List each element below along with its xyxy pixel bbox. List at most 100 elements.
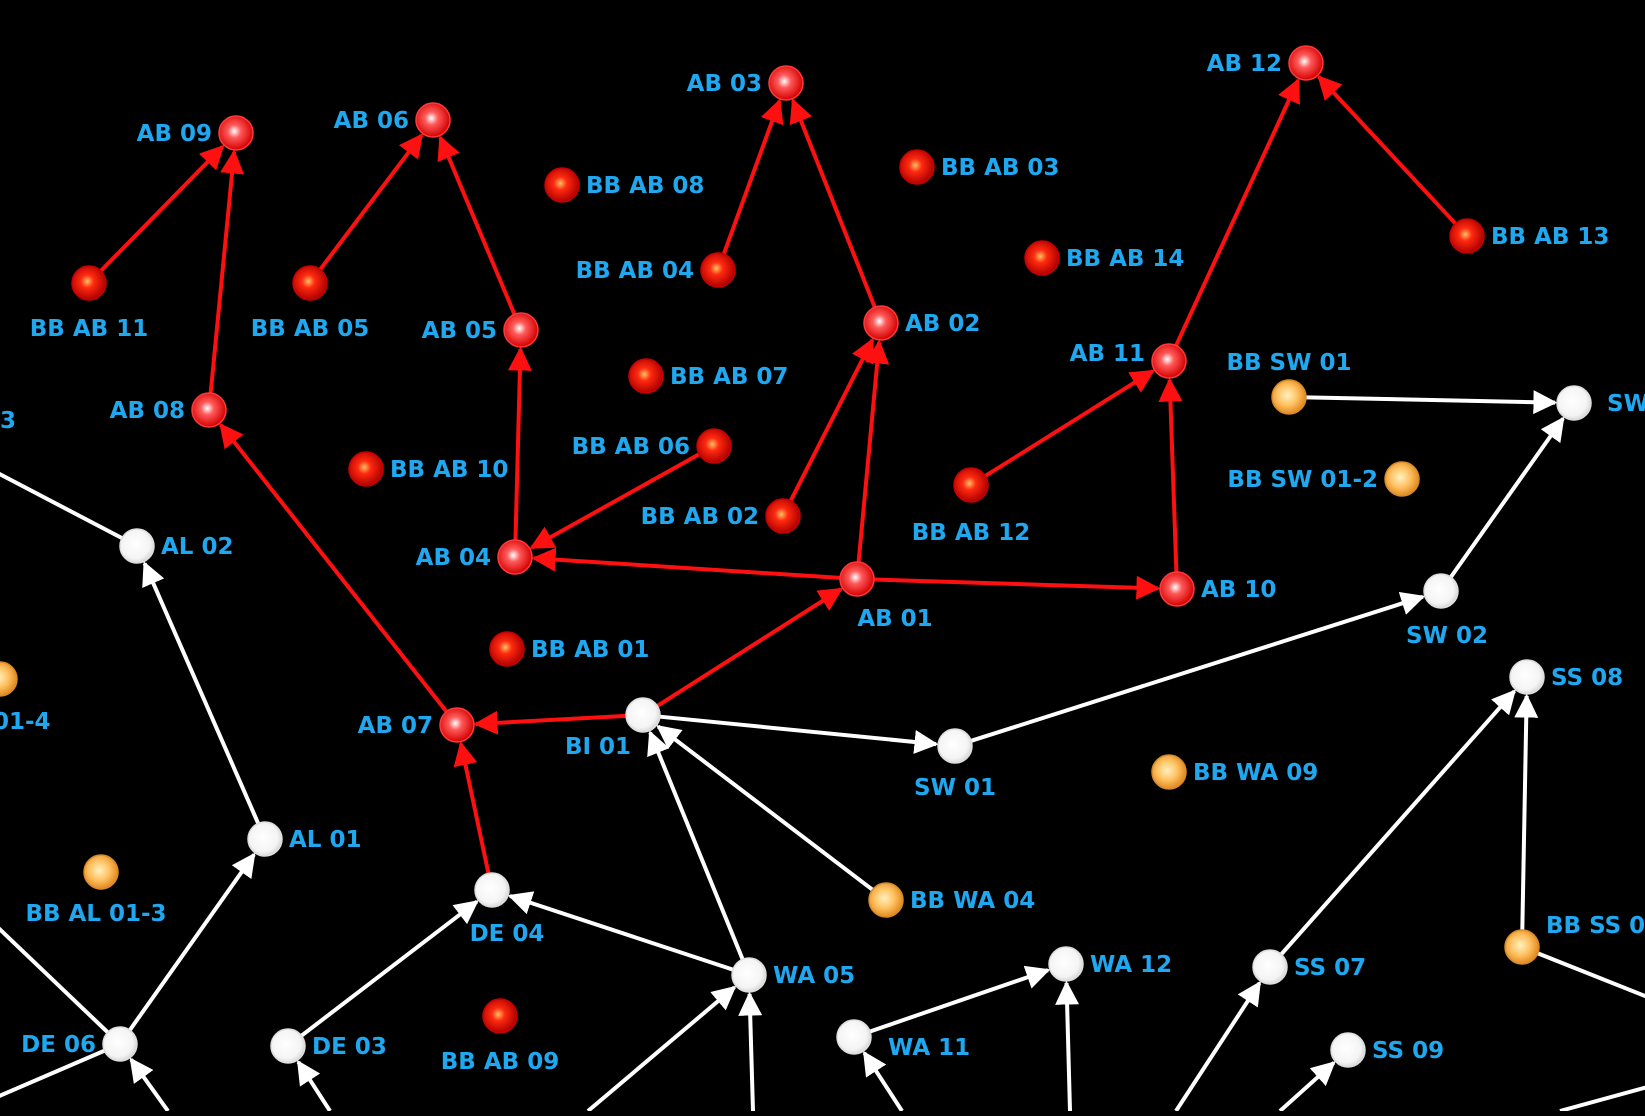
node-label-wa-05: WA 05 [773, 963, 855, 989]
node-label-ab-05: AB 05 [422, 318, 497, 344]
node-label-bb-ab-12: BB AB 12 [912, 520, 1030, 546]
node-bb-ab-04[interactable] [700, 252, 736, 288]
node-bb-ab-11[interactable] [71, 265, 107, 301]
edge-de-06-to-al-01 [128, 852, 256, 1032]
edge-bi-01-to-ab-01 [656, 587, 843, 708]
edge-ab-07-to-ab-08 [219, 423, 449, 713]
node-de-04[interactable] [474, 872, 510, 908]
node-ss-08[interactable] [1509, 659, 1545, 695]
node-sw-02[interactable] [1423, 573, 1459, 609]
edge-bb-ab-06-to-ab-04 [529, 452, 701, 550]
edge-stub-bottom-to-wa11 [862, 1050, 904, 1113]
edge-al-01-to-al-02 [142, 561, 261, 825]
edge-wa-05-to-bi-01 [647, 730, 745, 961]
node-label-ab-12: AB 12 [1207, 51, 1282, 77]
node-bb-ab-09[interactable] [482, 998, 518, 1034]
node-bb-ab-03[interactable] [899, 149, 935, 185]
node-label-sw: SW [1607, 391, 1645, 417]
node-label-bb-ab-09: BB AB 09 [441, 1049, 559, 1075]
node-bb-ab-07[interactable] [628, 358, 664, 394]
edge-ab-01-to-ab-04 [531, 547, 841, 580]
node-label-ab-08: AB 08 [110, 398, 185, 424]
node-de-06[interactable] [102, 1026, 138, 1062]
node-label-ab-09: AB 09 [137, 121, 212, 147]
node-al-01[interactable] [247, 821, 283, 857]
node-bb-ab-13[interactable] [1449, 218, 1485, 254]
node-ab-06[interactable] [415, 102, 451, 138]
node-label-al-02: AL 02 [161, 534, 233, 560]
offscreen-edges [0, 471, 1645, 1113]
edge-stub-bbss01-right [1521, 945, 1645, 999]
node-bb-ab-02[interactable] [765, 498, 801, 534]
node-bb-al-01-4[interactable] [0, 661, 18, 697]
node-ss-07[interactable] [1252, 949, 1288, 985]
node-label-ab-11: AB 11 [1070, 341, 1145, 367]
node-label-al-01: AL 01 [289, 827, 361, 853]
edges [99, 75, 1565, 1038]
node-label-bb-al-01-3: BB AL 01-3 [25, 901, 166, 927]
node-bb-ab-05[interactable] [292, 265, 328, 301]
node-label-bb-ab-06: BB AB 06 [572, 434, 690, 460]
node-label-de-03: DE 03 [312, 1034, 387, 1060]
node-sw[interactable] [1556, 385, 1592, 421]
node-label-bb-ab-04: BB AB 04 [576, 258, 694, 284]
node-ab-09[interactable] [218, 115, 254, 151]
node-label-de-04: DE 04 [470, 921, 545, 947]
node-label-ss-07: SS 07 [1294, 955, 1366, 981]
edge-ab-10-to-ab-11 [1158, 377, 1183, 573]
node-ab-07[interactable] [439, 707, 475, 743]
node-ab-05[interactable] [503, 312, 539, 348]
node-label-bb-ab-10: BB AB 10 [390, 457, 508, 483]
node-ab-03[interactable] [768, 65, 804, 101]
node-bb-wa-09[interactable] [1151, 754, 1187, 790]
node-label-bb-al-01-4: 01-4 [0, 709, 51, 735]
node-bb-ab-12[interactable] [953, 467, 989, 503]
node-ab-01[interactable] [839, 561, 875, 597]
edge-bb-ab-13-to-ab-12 [1317, 75, 1457, 225]
node-label-bb-ss-01: BB SS 01 [1546, 913, 1645, 939]
node-label-bb-ab-13: BB AB 13 [1491, 224, 1609, 250]
node-label-ab-01: AB 01 [857, 606, 932, 632]
node-bb-ab-01[interactable] [489, 631, 525, 667]
edge-de-04-to-ab-07 [453, 741, 491, 874]
node-bb-wa-04[interactable] [868, 882, 904, 918]
node-wa-12[interactable] [1048, 946, 1084, 982]
node-sw-01[interactable] [937, 728, 973, 764]
node-label-bb-ab-07: BB AB 07 [670, 364, 788, 390]
node-bb-al-01-3[interactable] [83, 854, 119, 890]
node-bb-ab-14[interactable] [1024, 240, 1060, 276]
edge-stub-bottom-to-wa05-b [738, 991, 763, 1112]
node-bb-ab-06[interactable] [696, 428, 732, 464]
node-bb-ss-01[interactable] [1504, 929, 1540, 965]
edge-bb-ab-12-to-ab-11 [984, 369, 1155, 478]
node-bi-01[interactable] [625, 697, 661, 733]
node-ab-08[interactable] [191, 392, 227, 428]
node-label-wa-11: WA 11 [888, 1035, 970, 1061]
node-bb-sw-01-2[interactable] [1384, 461, 1420, 497]
node-bb-ab-10[interactable] [348, 451, 384, 487]
node-de-03[interactable] [270, 1028, 306, 1064]
node-label-bb-ab-05: BB AB 05 [251, 316, 369, 342]
node-ss-09[interactable] [1330, 1032, 1366, 1068]
node-bb-ab-08[interactable] [544, 167, 580, 203]
node-wa-11[interactable] [836, 1019, 872, 1055]
edge-bb-wa-04-to-bi-01 [656, 724, 874, 892]
node-bb-sw-01[interactable] [1271, 379, 1307, 415]
node-ab-11[interactable] [1151, 343, 1187, 379]
edge-bi-01-to-ab-07 [473, 710, 627, 735]
edge-ss-07-to-ss-08 [1279, 689, 1516, 956]
node-wa-05[interactable] [731, 957, 767, 993]
edge-wa-11-to-wa-12 [869, 965, 1051, 1034]
node-label-sw-01: SW 01 [914, 775, 996, 801]
edge-ab-02-to-ab-03 [789, 98, 877, 308]
node-al-02[interactable] [119, 528, 155, 564]
node-ab-04[interactable] [497, 539, 533, 575]
node-ab-02[interactable] [863, 305, 899, 341]
node-label-bb-sw-01: BB SW 01 [1226, 350, 1351, 376]
node-label-bi-01: BI 01 [565, 734, 631, 760]
edge-ab-01-to-ab-02 [856, 339, 890, 563]
node-ab-10[interactable] [1159, 571, 1195, 607]
node-label-bb-ab-11: BB AB 11 [30, 316, 148, 342]
node-label-ab-06: AB 06 [334, 108, 409, 134]
node-ab-12[interactable] [1288, 45, 1324, 81]
